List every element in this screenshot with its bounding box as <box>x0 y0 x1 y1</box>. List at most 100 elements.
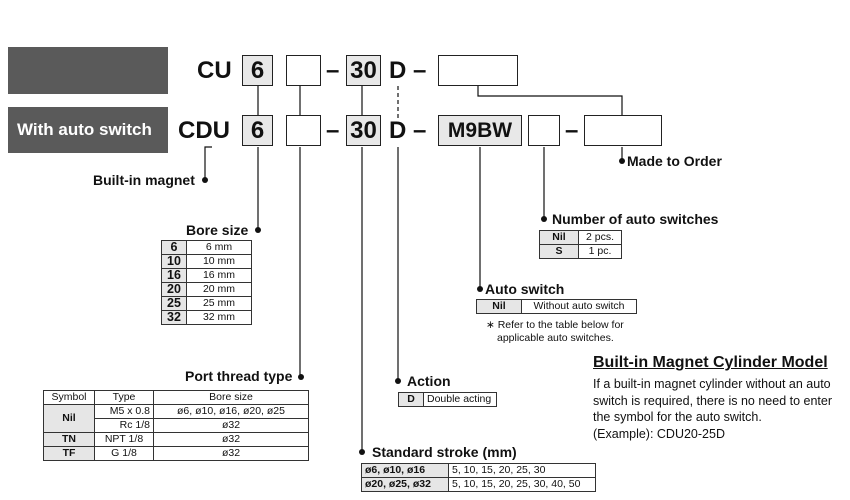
count-code: S <box>539 244 579 259</box>
row1-action: D <box>389 57 407 84</box>
port-bore: ø32 <box>153 432 309 447</box>
count-desc: 1 pc. <box>578 244 622 259</box>
switch-count-dot <box>541 216 547 222</box>
bore-value: 32 mm <box>186 310 252 325</box>
port-type: Rc 1/8 <box>94 418 154 433</box>
table-row: Rc 1/8 ø32 <box>44 418 309 433</box>
port-thread-label: Port thread type <box>185 368 293 384</box>
row1-stroke-box: 30 <box>346 55 381 86</box>
bore-size-dot <box>255 227 261 233</box>
table-row: Nil M5 x 0.8 ø6, ø10, ø16, ø20, ø25 <box>43 404 309 433</box>
row2-count-box <box>528 115 560 146</box>
magnet-model-text: If a built-in magnet cylinder without an… <box>593 377 833 424</box>
bore-code: 20 <box>161 282 187 297</box>
action-code: D <box>398 392 424 407</box>
port-type: NPT 1/8 <box>94 432 154 447</box>
port-thread-dot <box>298 374 304 380</box>
bore-code: 6 <box>161 240 187 255</box>
row1-dash-1: – <box>326 57 340 84</box>
table-row: ø6, ø10, ø16 5, 10, 15, 20, 25, 30 <box>361 463 596 478</box>
row2-prefix: CDU <box>178 117 230 144</box>
row2-dash-2: – <box>413 117 427 144</box>
row2-order-box <box>584 115 662 146</box>
made-to-order-label: Made to Order <box>627 153 722 169</box>
row2-dash-1: – <box>326 117 340 144</box>
row2-stroke-box: 30 <box>346 115 381 146</box>
port-symbol: TN <box>43 432 95 447</box>
bore-code: 32 <box>161 310 187 325</box>
table-row: TF G 1/8 ø32 <box>43 446 309 461</box>
row2-label-block: With auto switch <box>8 107 168 153</box>
auto-switch-dot <box>477 286 483 292</box>
table-row: Nil Without auto switch <box>476 299 637 314</box>
stroke-values: 5, 10, 15, 20, 25, 30, 40, 50 <box>448 477 596 492</box>
row1-label-block <box>8 47 168 94</box>
stroke-dot <box>359 449 365 455</box>
bore-value: 20 mm <box>186 282 252 297</box>
row2-dash-3: – <box>565 117 579 144</box>
port-type: M5 x 0.8 <box>94 404 154 419</box>
switch-note-line1: ∗ Refer to the table below for <box>486 319 624 331</box>
auto-switch-table: Nil Without auto switch <box>476 299 637 314</box>
bore-size-label: Bore size <box>186 222 249 238</box>
stroke-label: Standard stroke (mm) <box>372 444 517 460</box>
table-row: Nil 2 pcs. <box>539 230 622 245</box>
port-bore: ø32 <box>153 418 309 433</box>
count-desc: 2 pcs. <box>578 230 622 245</box>
table-row: ø20, ø25, ø32 5, 10, 15, 20, 25, 30, 40,… <box>361 477 596 492</box>
count-code: Nil <box>539 230 579 245</box>
stroke-table: ø6, ø10, ø16 5, 10, 15, 20, 25, 30 ø20, … <box>361 463 596 492</box>
bore-value: 25 mm <box>186 296 252 311</box>
magnet-model-example: (Example): CDU20-25D <box>593 427 725 441</box>
port-symbol: TF <box>43 446 95 461</box>
built-in-magnet-label: Built-in magnet <box>93 172 195 188</box>
stroke-values: 5, 10, 15, 20, 25, 30 <box>448 463 596 478</box>
stroke-bore: ø20, ø25, ø32 <box>361 477 449 492</box>
table-row: TN NPT 1/8 ø32 <box>43 432 309 447</box>
port-header-type: Type <box>94 390 154 405</box>
port-symbol: Nil <box>43 404 95 433</box>
switch-count-table: Nil 2 pcs. S 1 pc. <box>539 230 622 259</box>
bore-code: 10 <box>161 254 187 269</box>
bore-code: 16 <box>161 268 187 283</box>
table-row: D Double acting <box>398 392 497 407</box>
row1-prefix: CU <box>197 57 232 84</box>
row2-port-box <box>286 115 321 146</box>
made-to-order-dot <box>619 158 625 164</box>
bore-value: 6 mm <box>186 240 252 255</box>
row2-switch-box: M9BW <box>438 115 522 146</box>
switch-note-line2: applicable auto switches. <box>497 332 614 344</box>
bore-value: 16 mm <box>186 268 252 283</box>
row1-bore-box: 6 <box>242 55 273 86</box>
port-thread-table: Symbol Type Bore size Nil M5 x 0.8 ø6, ø… <box>43 390 309 461</box>
row1-order-box <box>438 55 518 86</box>
action-desc: Double acting <box>423 392 497 407</box>
port-bore: ø6, ø10, ø16, ø20, ø25 <box>153 404 309 419</box>
switch-desc: Without auto switch <box>521 299 637 314</box>
port-type: G 1/8 <box>94 446 154 461</box>
action-table: D Double acting <box>398 392 497 407</box>
row2-action: D <box>389 117 407 144</box>
stroke-bore: ø6, ø10, ø16 <box>361 463 449 478</box>
port-bore: ø32 <box>153 446 309 461</box>
bore-value: 10 mm <box>186 254 252 269</box>
magnet-model-title: Built-in Magnet Cylinder Model <box>593 354 828 371</box>
table-row: Symbol Type Bore size <box>43 390 309 405</box>
row1-dash-2: – <box>413 57 427 84</box>
bore-code: 25 <box>161 296 187 311</box>
row1-port-box <box>286 55 321 86</box>
built-in-magnet-dot <box>202 177 208 183</box>
switch-code: Nil <box>476 299 522 314</box>
port-header-symbol: Symbol <box>43 390 95 405</box>
port-header-bore: Bore size <box>153 390 309 405</box>
action-label: Action <box>407 373 451 389</box>
action-dot <box>395 378 401 384</box>
